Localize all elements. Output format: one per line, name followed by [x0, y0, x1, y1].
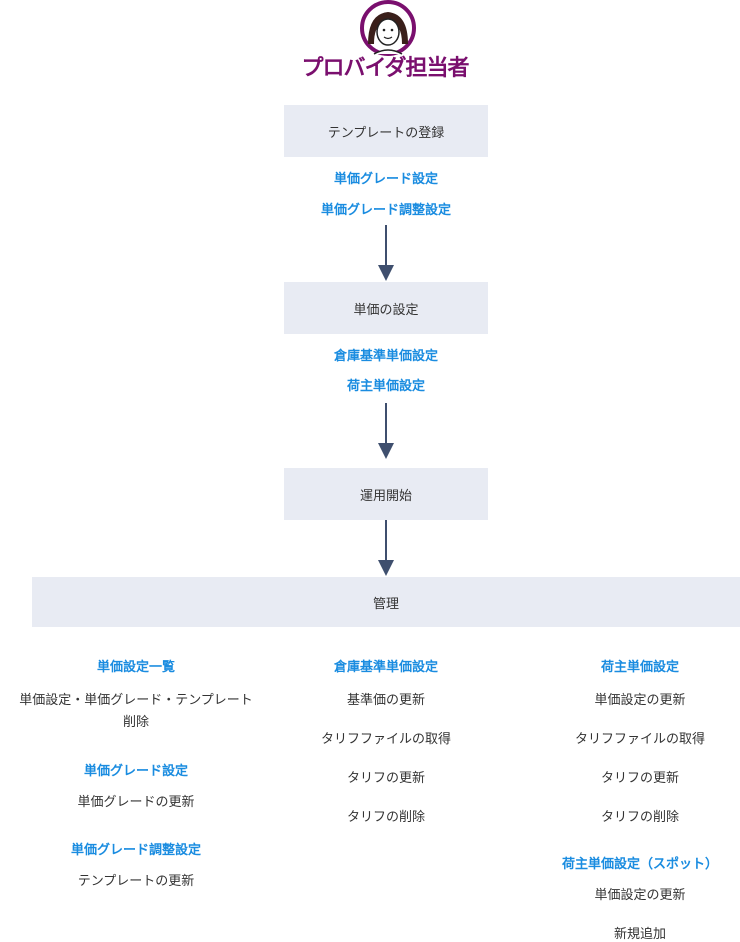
step-box-start-operation: 運用開始	[284, 468, 488, 520]
management-label: 管理	[372, 596, 399, 612]
item-update-grade: 単価グレードの更新	[77, 795, 195, 810]
item-get-tariff-file: タリフファイルの取得	[320, 732, 451, 747]
item-col3-spot-add-new: 新規追加	[613, 927, 666, 942]
step-box-template-registration: テンプレートの登録	[284, 105, 488, 157]
link-col2-warehouse-base-price[interactable]: 倉庫基準単価設定	[333, 660, 438, 675]
step-box-unit-price-setting: 単価の設定	[284, 282, 488, 334]
item-update-tariff: タリフの更新	[346, 771, 425, 786]
management-box: 管理	[32, 577, 740, 627]
item-col3-update-tariff: タリフの更新	[600, 771, 679, 786]
item-col3-update-settings: 単価設定の更新	[594, 693, 686, 708]
link-col3-shipper-unit-price[interactable]: 荷主単価設定	[600, 660, 679, 675]
item-delete-tariff: タリフの削除	[346, 810, 425, 825]
step-label: テンプレートの登録	[327, 125, 445, 141]
step-label: 単価の設定	[353, 302, 419, 318]
link-col1-unit-price-grade-adjust[interactable]: 単価グレード調整設定	[70, 843, 201, 858]
link-unit-price-list[interactable]: 単価設定一覧	[96, 660, 175, 675]
link-unit-price-grade[interactable]: 単価グレード設定	[333, 172, 438, 187]
item-update-base-price: 基準価の更新	[346, 693, 425, 708]
link-shipper-unit-price[interactable]: 荷主単価設定	[346, 379, 425, 394]
flow-arrow-1	[378, 225, 394, 281]
flow-arrow-3	[378, 520, 394, 576]
item-update-template: テンプレートの更新	[77, 874, 195, 889]
item-delete-settings-line2: 削除	[122, 715, 149, 730]
item-delete-settings-line1: 単価設定・単価グレード・テンプレート	[19, 693, 253, 708]
step-label: 運用開始	[359, 488, 412, 504]
link-warehouse-base-price[interactable]: 倉庫基準単価設定	[333, 349, 438, 364]
link-unit-price-grade-adjust[interactable]: 単価グレード調整設定	[320, 203, 451, 218]
flow-arrow-2	[378, 403, 394, 459]
woman-avatar-icon	[360, 0, 416, 56]
item-col3-spot-update-settings: 単価設定の更新	[594, 888, 686, 903]
item-col3-delete-tariff: タリフの削除	[600, 810, 679, 825]
link-col1-unit-price-grade[interactable]: 単価グレード設定	[83, 764, 188, 779]
item-col3-get-tariff-file: タリフファイルの取得	[574, 732, 705, 747]
link-col3-shipper-unit-price-spot[interactable]: 荷主単価設定（スポット）	[561, 857, 718, 872]
header-title: プロバイダ担当者	[301, 56, 469, 81]
